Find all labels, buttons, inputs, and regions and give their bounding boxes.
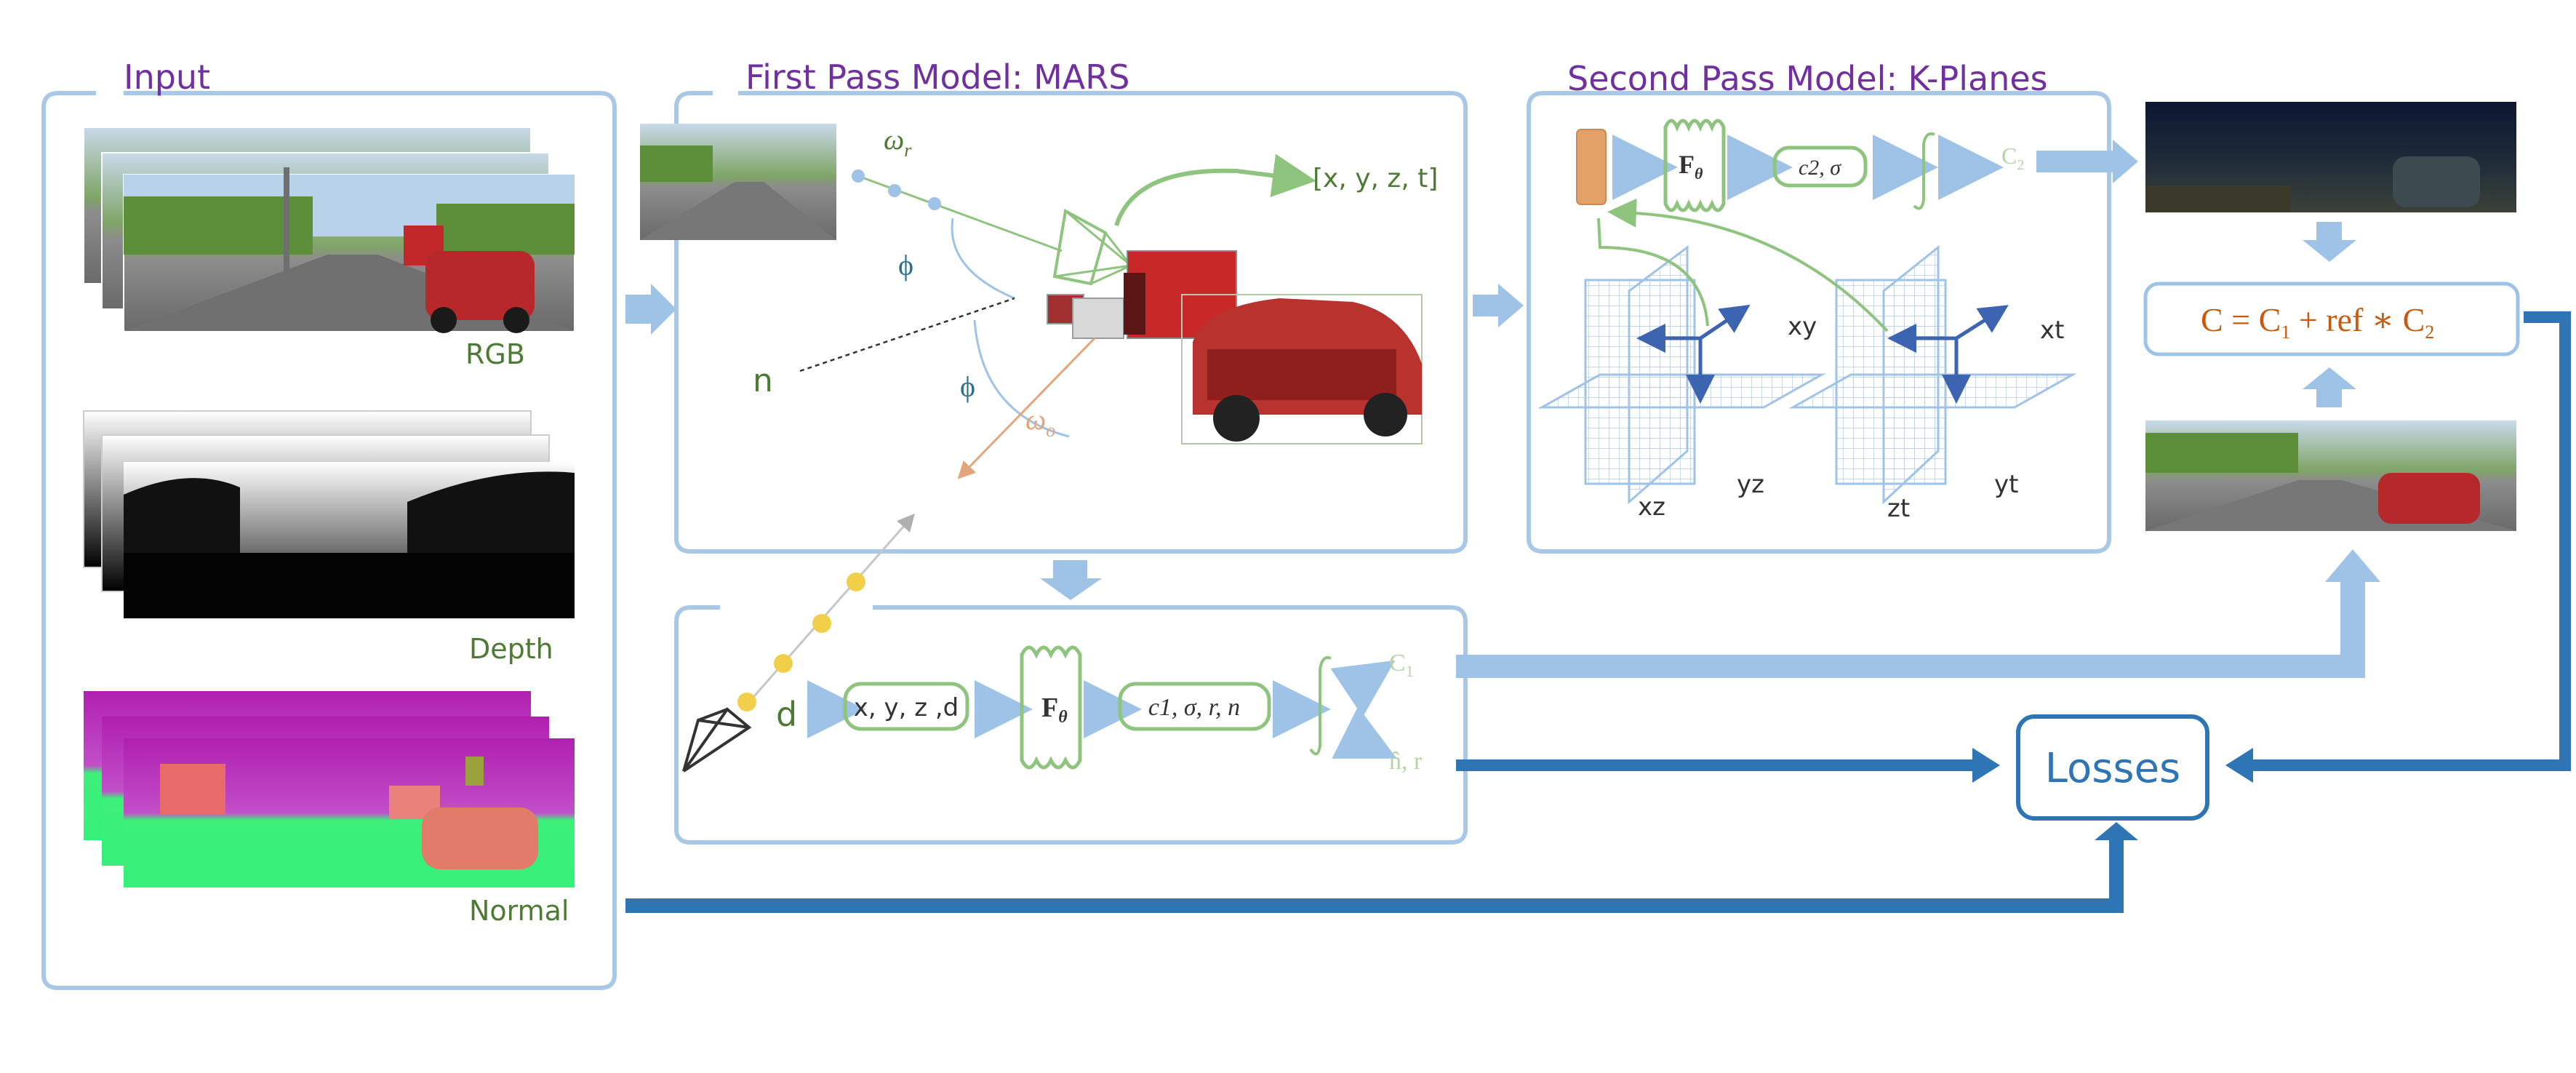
- c1-to-composite-arrow: [1456, 549, 2380, 678]
- mars-mlp-block: Fθ: [1020, 645, 1082, 770]
- kplanes-output-box: [1772, 145, 1868, 188]
- phi-arc-lower: [973, 319, 1070, 438]
- normal-image-stack: [84, 691, 575, 887]
- first-pass-panel: First Pass Model: MARS ωr ϕ ϕ n [x, y: [640, 57, 1468, 711]
- phi-symbol-upper: ϕ: [898, 249, 913, 282]
- kplanes-feature-block: [1576, 129, 1607, 205]
- first-render-to-formula-arrow: [2303, 367, 2356, 407]
- rgb-image-stack: [83, 127, 575, 333]
- mars-output-text: c1, σ, r, n: [1148, 694, 1240, 721]
- mars-f-theta: Fθ: [1041, 693, 1068, 727]
- sample-ray: [748, 513, 915, 703]
- mars-to-mlp-arrow: [1040, 560, 1102, 600]
- second-pass-render: [2145, 102, 2516, 212]
- distance-d-label: d: [776, 695, 797, 734]
- integral-to-c1-arrow: [1330, 660, 1396, 717]
- plane-xt: xt: [2040, 316, 2064, 345]
- sample-point-3: [774, 654, 793, 673]
- c2-to-render-arrow: [2036, 140, 2138, 183]
- plane-query-curve-1: [1597, 218, 1709, 327]
- phi-symbol-lower: ϕ: [960, 370, 975, 403]
- omega-o-symbol: ωo: [1025, 403, 1055, 441]
- n-hat-r-label: n̂, r: [1389, 748, 1423, 775]
- mars-integral: [1309, 656, 1332, 756]
- phi-arc-upper: [951, 218, 1015, 300]
- camera-ray: [852, 169, 1063, 252]
- depth-label: Depth: [469, 633, 553, 665]
- render-to-formula-arrow: [2303, 222, 2356, 262]
- first-pass-input-image: [640, 124, 836, 240]
- formula-to-losses-arrow: [2225, 311, 2571, 783]
- omega-r-symbol: ωr: [884, 123, 912, 161]
- normal-label: Normal: [469, 895, 569, 927]
- spatial-planes: [1537, 245, 1826, 505]
- plane-yt: yt: [1994, 470, 2018, 499]
- composite-formula: C = C1 + ref ∗ C2: [2201, 301, 2434, 343]
- c1-label: C1: [1389, 650, 1414, 680]
- normal-dashed-line: [799, 297, 1015, 372]
- input-to-mars-arrow: [625, 284, 676, 335]
- mars-camera-icon: [1052, 208, 1132, 286]
- mars-to-kplanes-arrow: [1473, 284, 1524, 327]
- plane-query-curve-2: [1607, 198, 1889, 332]
- coords-arrow: [1114, 153, 1316, 226]
- normal-n-label: n: [753, 362, 773, 399]
- mars-output-box: [1118, 682, 1271, 731]
- first-pass-title: First Pass Model: MARS: [745, 57, 1129, 97]
- sample-point-2: [812, 614, 831, 633]
- kplanes-mlp-block: Fθ: [1663, 119, 1726, 212]
- coords-label: [x, y, z, t]: [1313, 164, 1438, 194]
- first-pass-render: [2145, 420, 2516, 531]
- c2-label: C2: [2001, 143, 2024, 173]
- rgb-label: RGB: [465, 338, 525, 370]
- kplanes-f-theta: Fθ: [1679, 150, 1703, 183]
- kplanes-output-text: c2, σ: [1799, 156, 1841, 180]
- temporal-planes: [1788, 244, 2077, 505]
- sample-point-1: [847, 573, 865, 591]
- sample-point-4: [737, 693, 756, 711]
- first-pass-mlp-panel: d x, y, z ,d Fθ c1, σ, r, n C1 n̂, r: [674, 605, 1468, 845]
- omega-o-arrow: [957, 337, 1096, 479]
- integral-to-nr-arrow: [1332, 706, 1397, 759]
- plane-zt: zt: [1887, 494, 1910, 523]
- mars-input-text: x, y, z ,d: [854, 693, 959, 722]
- input-title: Input: [124, 57, 210, 97]
- second-pass-panel: Second Pass Model: K-Planes Fθ c2, σ C2 …: [1527, 59, 2111, 554]
- input-to-losses-arrow: [625, 822, 2138, 913]
- input-panel: Input RGB Depth: [41, 57, 617, 990]
- mars-input-box: [843, 682, 969, 731]
- kplanes-integral: [1913, 132, 1935, 210]
- depth-image-stack: [83, 410, 575, 618]
- plane-yz: yz: [1737, 470, 1764, 499]
- scene-objects: [1047, 250, 1423, 444]
- plane-xy: xy: [1788, 312, 1817, 341]
- second-pass-title: Second Pass Model: K-Planes: [1567, 59, 2048, 98]
- nr-to-losses-arrow: [1456, 748, 2000, 783]
- losses-box: Losses: [2016, 714, 2209, 821]
- plane-xz: xz: [1638, 492, 1665, 522]
- composite-formula-box: C = C1 + ref ∗ C2: [2143, 282, 2520, 356]
- camera-icon: [682, 707, 752, 773]
- losses-label: Losses: [2045, 745, 2180, 792]
